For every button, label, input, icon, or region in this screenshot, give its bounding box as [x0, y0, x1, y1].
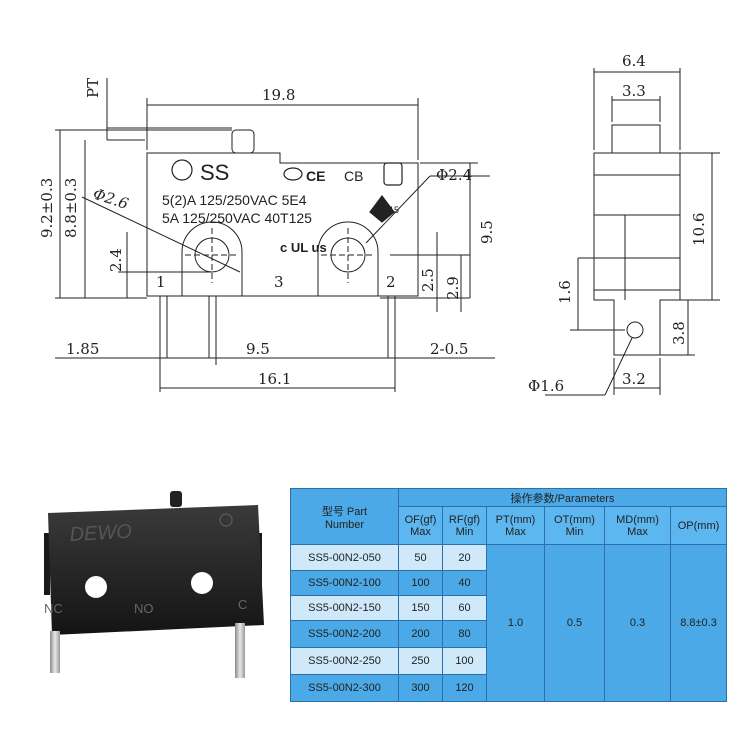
terminal-right	[387, 295, 396, 359]
photo-c-label: C	[238, 597, 247, 612]
actuator	[231, 129, 255, 154]
switch-body-outline	[146, 152, 419, 297]
dim-pitch: 9.5	[246, 340, 270, 358]
photo-switch-body	[48, 505, 264, 635]
product-photo: DEWO NC NO C	[44, 491, 264, 678]
parameters-table: 型号 Part Number 操作参数/Parameters OF(gf)Max…	[290, 488, 727, 702]
photo-left-hole	[85, 576, 107, 598]
marking-brand: SS	[200, 160, 229, 185]
terminal-3-label: 3	[274, 273, 284, 291]
side-dim-1-6: 1.6	[556, 280, 574, 304]
photo-right-hole	[191, 572, 213, 594]
side-dim-width: 6.4	[622, 52, 646, 70]
dim-terminal-width: 2-0.5	[430, 340, 468, 358]
tuv-mark-icon	[369, 195, 395, 223]
side-dim-3-8: 3.8	[670, 321, 688, 345]
dim-hole-dia: Φ2.6	[91, 185, 131, 213]
dim-2-9: 2.9	[444, 276, 462, 300]
col-rf-header: RF(gf)Min	[442, 506, 487, 545]
cb-mark: CB	[344, 168, 363, 184]
md-value: 0.3	[604, 544, 671, 702]
ot-value: 0.5	[544, 544, 605, 702]
dim-height-right: 9.5	[478, 220, 496, 244]
col-ot-header: OT(mm)Min	[544, 506, 605, 545]
photo-actuator	[170, 491, 182, 507]
side-dim-dia: Φ1.6	[528, 377, 564, 395]
terminal-mid	[208, 295, 217, 359]
dim-pin-dia: Φ2.4	[436, 166, 472, 184]
col-md-header: MD(mm)Max	[604, 506, 671, 545]
parameters-header: 操作参数/Parameters	[398, 488, 727, 507]
cqc-mark-icon	[283, 167, 303, 181]
ce-mark: CE	[306, 168, 325, 184]
dim-height-2: 8.8±0.3	[62, 178, 80, 238]
terminal-1-label: 1	[156, 273, 166, 291]
photo-terminal-left	[50, 631, 60, 673]
marking-line1: 5(2)A 125/250VAC 5E4	[162, 192, 307, 208]
dim-total: 16.1	[258, 370, 291, 388]
photo-terminal-right	[235, 623, 245, 678]
side-dim-3-2: 3.2	[622, 370, 646, 388]
col-pt-header: PT(mm)Max	[486, 506, 545, 545]
terminal-left	[159, 295, 168, 359]
left-boss	[181, 221, 243, 296]
side-dim-height: 10.6	[690, 213, 708, 246]
dim-left-offset: 1.85	[66, 340, 99, 358]
col-op-header: OP(mm)	[670, 506, 727, 545]
t15-mark: 15	[389, 205, 399, 215]
op-value: 8.8±0.3	[670, 544, 727, 702]
ground-symbol-icon	[171, 159, 193, 181]
marking-line2: 5A 125/250VAC 40T125	[162, 210, 312, 226]
dim-pt: PT	[84, 78, 102, 98]
dim-height-1: 9.2±0.3	[38, 178, 56, 238]
ul-mark-icon: c UL us	[280, 240, 327, 255]
photo-brand: DEWO	[69, 521, 132, 546]
terminal-2-label: 2	[386, 273, 396, 291]
side-hole	[626, 321, 644, 339]
side-view-outline	[593, 152, 681, 356]
technical-drawing: c UL us SS CE CB 5(2)A 125/250VAC 5E4 5A…	[38, 52, 720, 396]
side-actuator	[611, 124, 661, 154]
photo-no-label: NO	[134, 601, 154, 616]
dim-2-5: 2.5	[419, 268, 437, 292]
photo-nc-label: NC	[44, 601, 63, 616]
kc-mark-icon	[383, 162, 403, 186]
side-dim-width-2: 3.3	[622, 82, 646, 100]
pt-value: 1.0	[486, 544, 545, 702]
part-number-header: 型号 Part Number	[290, 488, 399, 545]
col-of-header: OF(gf)Max	[398, 506, 443, 545]
dim-length: 19.8	[262, 86, 295, 104]
right-boss	[317, 221, 379, 296]
dim-pin-height: 2.4	[107, 248, 125, 272]
